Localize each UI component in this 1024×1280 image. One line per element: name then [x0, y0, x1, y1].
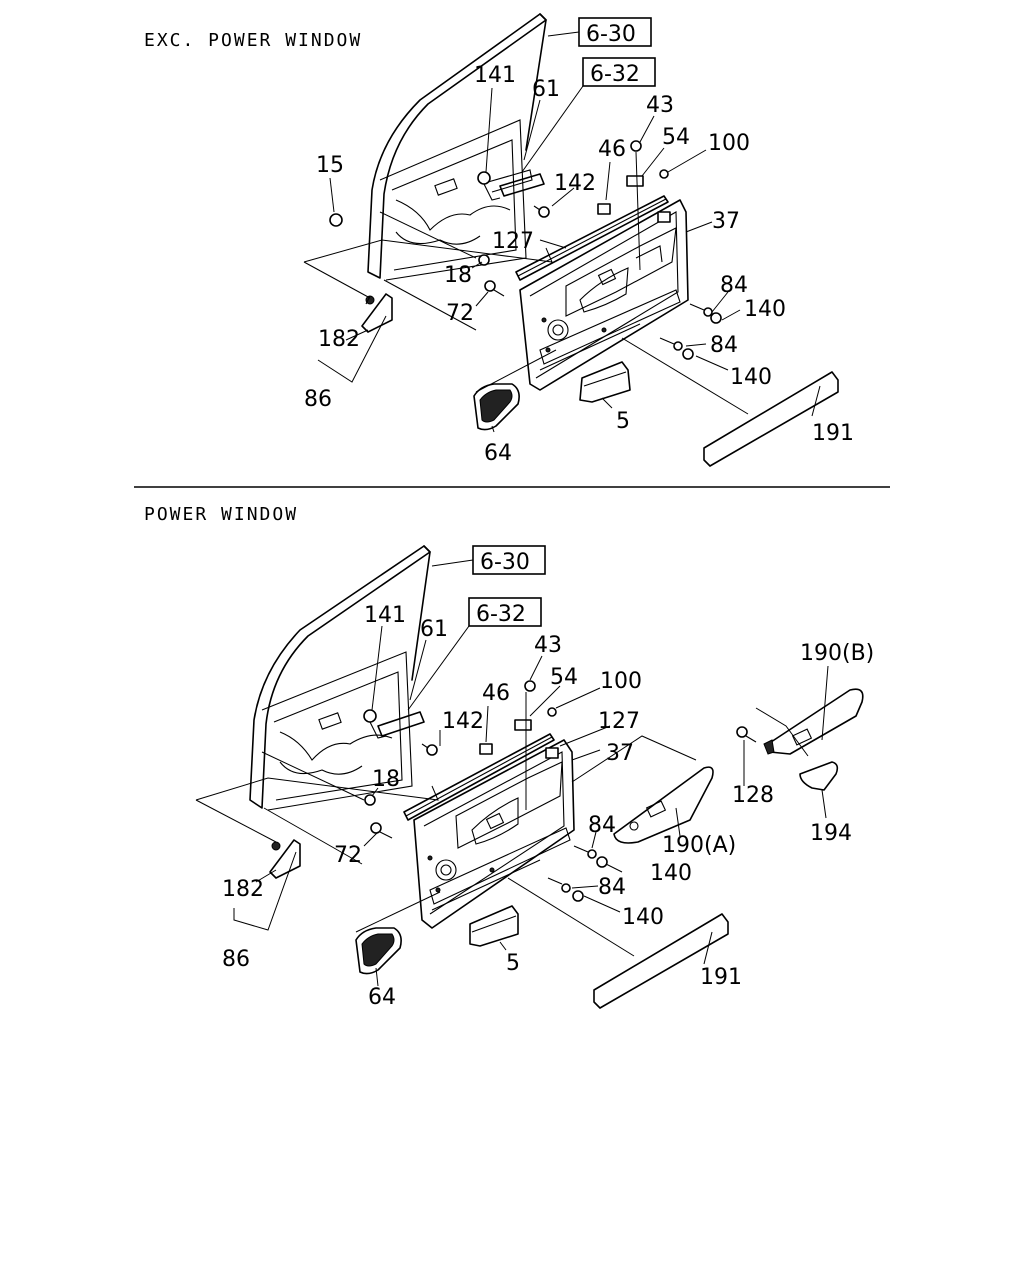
speaker-grille: [355, 927, 402, 975]
callout: 191: [812, 421, 854, 446]
armrest-190b: [767, 688, 864, 755]
callout: 141: [474, 63, 516, 88]
callout: 43: [646, 93, 674, 118]
molding-191: [593, 913, 729, 1009]
fasteners: [329, 140, 722, 360]
door-frame: [367, 13, 547, 281]
callout: 127: [492, 229, 534, 254]
callout: 5: [506, 951, 520, 976]
callout: 72: [334, 843, 362, 868]
callout: 61: [532, 77, 560, 102]
callout: 64: [368, 985, 396, 1010]
reference-callouts: 6-30 6-32: [521, 17, 656, 173]
callout: 194: [810, 821, 852, 846]
callout: 54: [662, 125, 690, 150]
callout: 86: [304, 387, 332, 412]
callout: 100: [708, 131, 750, 156]
ref-label: 6-30: [586, 22, 636, 47]
callout: 15: [316, 153, 344, 178]
callout: 72: [446, 301, 474, 326]
assembly-lines: [195, 692, 809, 957]
callout: 182: [318, 327, 360, 352]
ref-label: 6-32: [590, 62, 640, 87]
callout: 61: [420, 617, 448, 642]
leader-lines: [233, 625, 829, 987]
map-pocket: [579, 361, 631, 403]
bracket-61: [377, 711, 425, 737]
ref-label: 6-32: [476, 602, 526, 627]
callout: 182: [222, 877, 264, 902]
callout: 140: [744, 297, 786, 322]
door-frame: [249, 545, 431, 811]
callout: 86: [222, 947, 250, 972]
callout: 37: [712, 209, 740, 234]
molding-191: [703, 371, 839, 467]
callout: 18: [444, 263, 472, 288]
callout: 64: [484, 441, 512, 466]
callout: 142: [554, 171, 596, 196]
callout-labels: 141 61 43 54 100 46 142 127 37 18 190(B)…: [222, 603, 874, 1010]
callout-labels: 141 61 15 43 54 100 46 142 37 127 18 84 …: [304, 63, 854, 466]
map-pocket: [469, 905, 519, 947]
callout: 84: [720, 273, 748, 298]
callout: 5: [616, 409, 630, 434]
callout: 142: [442, 709, 484, 734]
assembly-lines: [303, 151, 749, 415]
section-power-window: POWER WINDOW: [144, 504, 874, 1010]
section-title: EXC. POWER WINDOW: [144, 30, 362, 51]
callout: 43: [534, 633, 562, 658]
callout: 84: [588, 813, 616, 838]
callout: 100: [600, 669, 642, 694]
callout: 46: [598, 137, 626, 162]
cover-194: [799, 761, 839, 791]
callout: 37: [606, 741, 634, 766]
lower-mount: [269, 839, 301, 879]
callout: 54: [550, 665, 578, 690]
regulator-handle: [363, 709, 387, 739]
leader-lines: [317, 87, 821, 433]
section-exc-power-window: EXC. POWER WINDOW: [144, 13, 854, 467]
callout: 141: [364, 603, 406, 628]
callout: 46: [482, 681, 510, 706]
regulator-handle: [477, 169, 533, 201]
callout: 190(A): [662, 833, 736, 858]
trim-panel: [519, 199, 689, 391]
callout: 140: [650, 861, 692, 886]
callout: 18: [372, 767, 400, 792]
bracket-61: [499, 173, 545, 197]
callout: 191: [700, 965, 742, 990]
lower-mount: [361, 293, 393, 333]
callout: 84: [598, 875, 626, 900]
section-title: POWER WINDOW: [144, 504, 298, 525]
callout: 84: [710, 333, 738, 358]
fasteners: [364, 680, 757, 902]
trim-panel: [413, 739, 575, 929]
ref-label: 6-30: [480, 550, 530, 575]
callout: 140: [730, 365, 772, 390]
callout: 127: [598, 709, 640, 734]
callout: 128: [732, 783, 774, 808]
speaker-grille: [473, 383, 520, 431]
callout: 140: [622, 905, 664, 930]
reference-callouts: 6-30 6-32: [407, 545, 546, 711]
callout: 190(B): [800, 641, 874, 666]
